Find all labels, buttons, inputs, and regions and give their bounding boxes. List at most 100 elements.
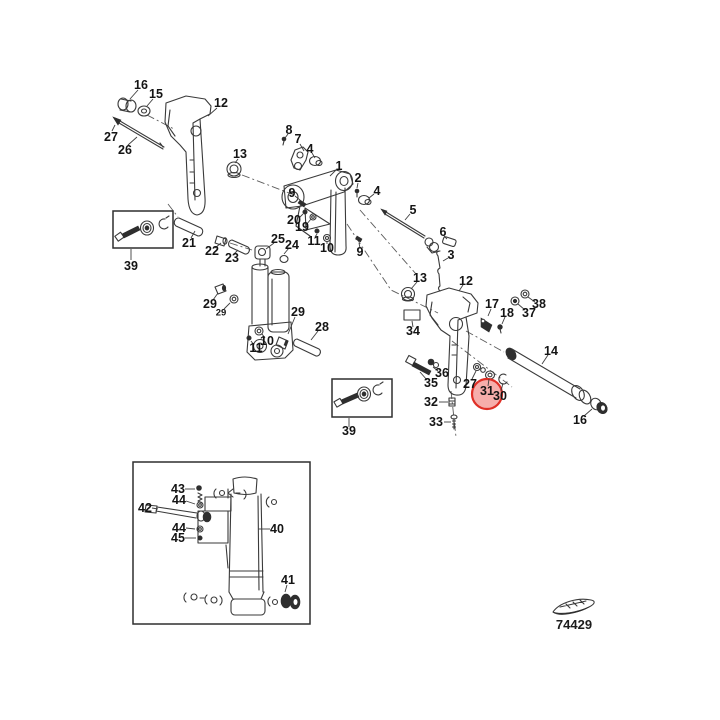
- part-label-11-34[interactable]: 11: [249, 341, 262, 355]
- part-label-12-24[interactable]: 12: [459, 274, 473, 288]
- part-label-1-9[interactable]: 1: [336, 159, 343, 173]
- leader-line-35-42: [419, 371, 428, 381]
- leader-line-20-14: [298, 213, 304, 219]
- right-transom-bracket: [425, 287, 479, 396]
- part-label-44-53[interactable]: 44: [172, 521, 186, 535]
- leader-line-16-48: [583, 408, 593, 417]
- part-label-23-28[interactable]: 23: [225, 251, 239, 265]
- part-label-15-1[interactable]: 15: [149, 87, 163, 101]
- leader-line-10-33: [261, 333, 266, 339]
- part-label-10-20[interactable]: 10: [320, 241, 334, 255]
- leader-line-16-0: [129, 89, 139, 100]
- leader-line-31-44: [487, 378, 490, 387]
- part-label-40-55[interactable]: 40: [270, 522, 284, 536]
- part-label-13-5[interactable]: 13: [233, 147, 247, 161]
- trim-cylinder-box: [132, 461, 311, 625]
- leader-line-41-56: [284, 584, 288, 593]
- left-hardware: [112, 97, 242, 179]
- part-label-6-16[interactable]: 6: [440, 225, 447, 239]
- highlight-circle: [470, 377, 504, 411]
- part-label-39-49[interactable]: 39: [342, 424, 356, 438]
- part-label-33-47[interactable]: 33: [429, 415, 443, 429]
- part-label-29-30[interactable]: 29: [216, 308, 227, 319]
- part-label-37-38[interactable]: 37: [522, 306, 536, 320]
- leader-line-44-51: [185, 500, 196, 505]
- part-label-4-11[interactable]: 4: [374, 184, 381, 198]
- part-label-28-32[interactable]: 28: [315, 320, 329, 334]
- part-label-12-2[interactable]: 12: [214, 96, 228, 110]
- leader-line-29-29: [212, 292, 219, 301]
- part-label-8-6[interactable]: 8: [286, 123, 293, 137]
- part-label-34-39[interactable]: 34: [406, 324, 420, 338]
- part-label-19-15[interactable]: 19: [295, 220, 309, 234]
- leader-line-18-36: [501, 316, 506, 325]
- part-label-10-33[interactable]: 10: [260, 334, 274, 348]
- part-label-39-25[interactable]: 39: [124, 259, 138, 273]
- part-label-30-45[interactable]: 30: [493, 389, 507, 403]
- leader-line-34-39: [411, 320, 414, 328]
- leader-line-29-30: [223, 302, 231, 310]
- part-label-17-35[interactable]: 17: [485, 297, 499, 311]
- part-label-11-19[interactable]: 11: [307, 234, 320, 248]
- part-label-43-50[interactable]: 43: [171, 482, 185, 496]
- part-label-42-52[interactable]: 42: [138, 501, 152, 515]
- part-label-20-14[interactable]: 20: [287, 213, 301, 227]
- leader-line-6-16: [443, 235, 448, 240]
- part-label-27-3[interactable]: 27: [104, 130, 118, 144]
- leader-line-2-10: [356, 182, 359, 189]
- part-label-9-12[interactable]: 9: [289, 186, 296, 200]
- part-label-14-40[interactable]: 14: [544, 344, 558, 358]
- part-label-4-8[interactable]: 4: [307, 142, 314, 156]
- part-label-36-41[interactable]: 36: [435, 366, 449, 380]
- part-label-21-26[interactable]: 21: [182, 236, 196, 250]
- part-label-22-27[interactable]: 22: [205, 244, 219, 258]
- leader-line-29-31: [287, 316, 296, 335]
- part-label-31-44[interactable]: 31: [480, 384, 494, 398]
- leader-line-9-12: [294, 195, 301, 201]
- kit-box-39-lower: [331, 378, 393, 418]
- part-label-45-54[interactable]: 45: [171, 531, 185, 545]
- leader-line-4-8: [311, 152, 316, 159]
- part-label-26-4[interactable]: 26: [118, 143, 132, 157]
- part-label-38-37[interactable]: 38: [532, 297, 546, 311]
- part-label-13-23[interactable]: 13: [413, 271, 427, 285]
- tilt-tube: [505, 347, 608, 415]
- leader-line-3-22: [442, 257, 449, 262]
- part-label-2-10[interactable]: 2: [355, 171, 362, 185]
- kit-box-39-upper: [112, 210, 174, 249]
- part-label-5-13[interactable]: 5: [410, 203, 417, 217]
- leader-line-24-18: [283, 247, 290, 255]
- part-label-16-0[interactable]: 16: [134, 78, 148, 92]
- part-label-44-51[interactable]: 44: [172, 493, 186, 507]
- part-label-29-31[interactable]: 29: [291, 305, 305, 319]
- part-label-27-43[interactable]: 27: [463, 377, 477, 391]
- leader-line-25-17: [265, 242, 275, 250]
- leader-line-36-41: [432, 366, 439, 372]
- part-label-35-42[interactable]: 35: [424, 376, 438, 390]
- left-transom-bracket: [164, 95, 212, 216]
- leader-line-19-15: [305, 218, 312, 226]
- leader-line-30-45: [500, 382, 504, 392]
- right-hardware: [400, 286, 530, 430]
- anchor-pins: [173, 217, 250, 255]
- leader-line-38-37: [527, 296, 536, 303]
- leader-line-37-38: [517, 303, 526, 311]
- part-label-25-17[interactable]: 25: [271, 232, 285, 246]
- brand-logo: [552, 598, 595, 615]
- part-label-29-29[interactable]: 29: [203, 297, 217, 311]
- leader-line-15-1: [146, 98, 154, 107]
- part-label-32-46[interactable]: 32: [424, 395, 438, 409]
- leader-line-42-52: [151, 507, 159, 510]
- part-label-3-22[interactable]: 3: [448, 248, 455, 262]
- part-label-41-56[interactable]: 41: [281, 573, 295, 587]
- alignment-lines: [146, 114, 513, 438]
- part-label-24-18[interactable]: 24: [285, 238, 299, 252]
- part-label-7-7[interactable]: 7: [295, 132, 302, 146]
- part-label-9-21[interactable]: 9: [357, 245, 364, 259]
- leader-line-17-35: [487, 308, 492, 317]
- part-label-16-48[interactable]: 16: [573, 413, 587, 427]
- leader-line-8-6: [284, 133, 289, 139]
- part-label-18-36[interactable]: 18: [500, 306, 514, 320]
